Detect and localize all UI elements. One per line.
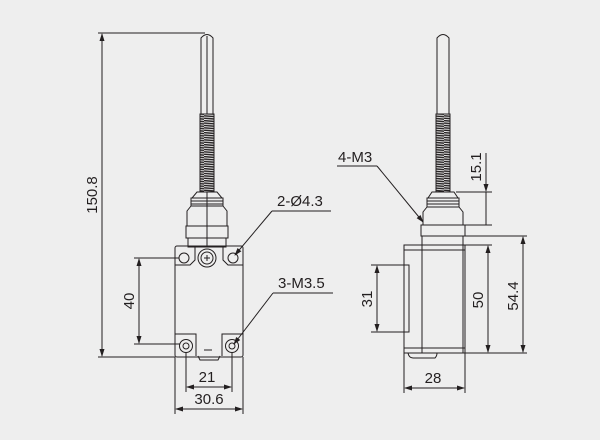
- dim-label-21: 21: [199, 369, 216, 386]
- dim-label-28: 28: [425, 370, 442, 387]
- dimension-body-height: 50: [465, 244, 492, 353]
- mounting-hole-right: [227, 252, 239, 264]
- dimension-hole-horizontal: 21: [185, 352, 233, 392]
- front-view: 150.8 40 21 30.6 2-Ø4.3: [84, 32, 333, 414]
- center-screw-icon: [197, 248, 217, 268]
- side-view: 4-M3 15.1 31 50 54.4: [337, 34, 527, 393]
- switch-body: [174, 245, 244, 361]
- callout-label-holes: 2-Ø4.3: [277, 193, 323, 210]
- mounting-bracket: [403, 264, 410, 333]
- dimension-height-total: 150.8: [84, 32, 205, 358]
- actuator-rod: [199, 34, 215, 193]
- actuator-head-side: [420, 191, 466, 237]
- dim-label-15-1: 15.1: [468, 152, 485, 181]
- dimension-body-height-total: 54.4: [465, 235, 527, 354]
- dim-label-50: 50: [470, 292, 487, 309]
- dimension-bracket-height: 31: [359, 264, 404, 333]
- dimension-head-height: 15.1: [456, 152, 492, 226]
- dim-label-31: 31: [359, 291, 376, 308]
- dimension-body-width: 30.6: [174, 357, 244, 414]
- dim-label-150-8: 150.8: [84, 176, 101, 214]
- mounting-hole-left: [178, 252, 190, 264]
- dim-label-40: 40: [121, 293, 138, 310]
- dimension-hole-vertical: 40: [121, 257, 180, 345]
- switch-body-side: [403, 236, 466, 359]
- callout-screws: 3-M3.5: [233, 275, 333, 345]
- callout-label-screws: 3-M3.5: [278, 275, 325, 292]
- dim-label-30-6: 30.6: [194, 391, 223, 408]
- callout-holes: 2-Ø4.3: [234, 193, 331, 256]
- callout-label-thread: 4-M3: [338, 149, 372, 166]
- actuator-rod-side: [435, 34, 451, 193]
- callout-thread: 4-M3: [337, 149, 424, 223]
- dim-label-54-4: 54.4: [505, 281, 522, 310]
- screw-bottom-left: [179, 339, 193, 353]
- actuator-head: [185, 191, 229, 248]
- dimension-body-depth: 28: [403, 353, 466, 393]
